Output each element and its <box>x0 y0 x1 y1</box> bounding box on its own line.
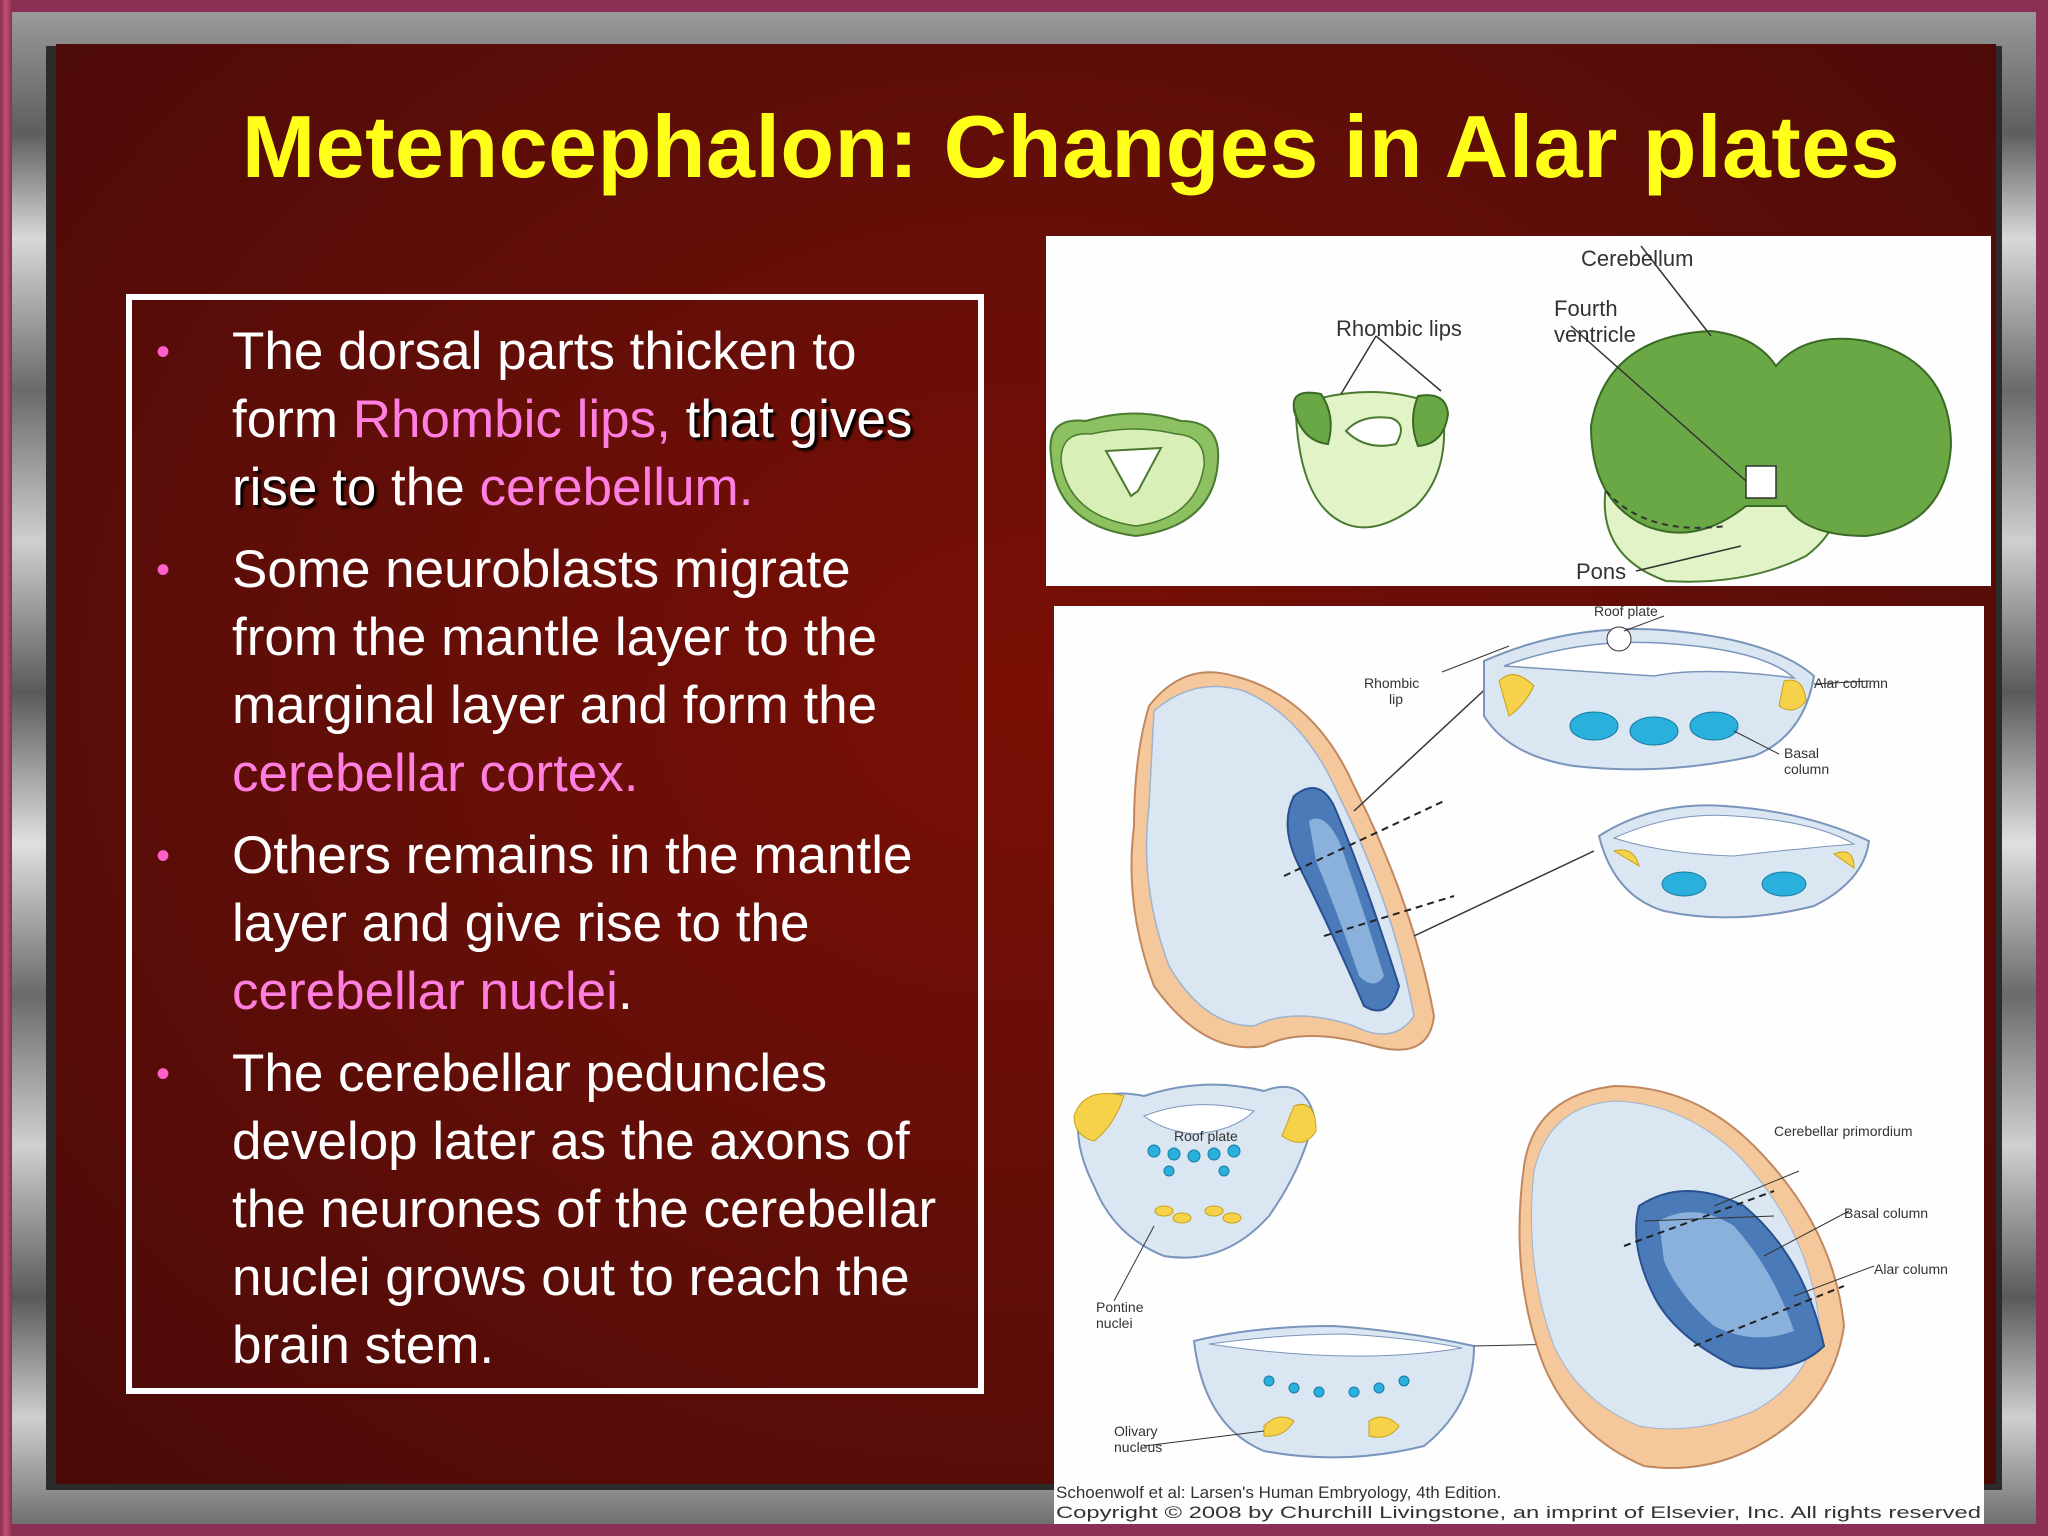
bullet-text: the <box>376 458 480 517</box>
label-alar-column-bottom: Alar column <box>1874 1261 1948 1277</box>
lower-embryo: Cerebellar primordium Basal column Alar … <box>1518 1084 1948 1469</box>
lower-section-2: Olivary nucleus <box>1114 1324 1695 1459</box>
label-basal-column-top-2: column <box>1784 761 1829 777</box>
bullet-dot: • <box>156 330 171 374</box>
slide-title: Metencephalon: Changes in Alar plates <box>241 97 1901 196</box>
label-roof-plate-bottom: Roof plate <box>1174 1128 1238 1144</box>
label-fourth-2: ventricle <box>1554 322 1636 347</box>
slide: Metencephalon: Changes in Alar plates • T… <box>56 44 1996 1524</box>
bullet-list: • The dorsal parts thicken to form Rhombi… <box>132 318 978 1394</box>
bullet-item: • The cerebellar peduncles develop later … <box>132 1040 978 1380</box>
credit-line-1: Schoenwolf et al: Larsen's Human Embryol… <box>1056 1483 1501 1502</box>
upper-section-1: Roof plate Rhombic lip Alar column Basal… <box>1364 606 1888 777</box>
label-pontine-1: Pontine <box>1096 1299 1144 1315</box>
label-basal-column-bottom: Basal column <box>1844 1205 1928 1221</box>
lower-section-1: Roof plate Pontine nuclei <box>1073 1083 1317 1331</box>
highlight-term: cerebellar cortex. <box>232 744 639 803</box>
label-alar-column-top: Alar column <box>1814 675 1888 691</box>
bullet-text: Others remains in the mantle layer and g… <box>232 826 913 953</box>
highlight-term: cerebellum. <box>479 458 754 517</box>
stage3-diagram: Cerebellum Fourth ventricle Pons <box>1554 245 1953 584</box>
label-rhombic-lip-2: lip <box>1389 691 1403 707</box>
bullet-item: • The dorsal parts thicken to form Rhombi… <box>132 318 978 522</box>
bullet-text: The dorsal parts thicken to form <box>232 322 857 449</box>
label-pontine-2: nuclei <box>1096 1315 1133 1331</box>
bullet-dot: • <box>156 1052 171 1096</box>
label-olivary-1: Olivary <box>1114 1423 1158 1439</box>
bullet-item: • Some neuroblasts migrate from the mantl… <box>132 536 978 808</box>
label-olivary-2: nucleus <box>1114 1439 1162 1455</box>
upper-section-2 <box>1597 804 1871 919</box>
credit-line-2: Copyright © 2008 by Churchill Livingston… <box>1056 1503 1981 1522</box>
bullet-dot: • <box>156 834 171 878</box>
label-cerebellum: Cerebellum <box>1581 246 1694 271</box>
stage1-diagram <box>1049 412 1220 538</box>
bullet-text: The cerebellar peduncles develop later a… <box>232 1044 937 1375</box>
text-box: • The dorsal parts thicken to form Rhombi… <box>126 294 984 1394</box>
upper-embryo <box>1130 671 1595 1051</box>
bullet-text: Some neuroblasts migrate from the mantle… <box>232 540 878 735</box>
label-pons: Pons <box>1576 559 1626 584</box>
figure-cerebellum-development: Rhombic lips Cerebellum Fourth ventricle… <box>1046 236 1991 586</box>
bullet-text: that gives rise to <box>232 390 913 517</box>
stage2-diagram: Rhombic lips <box>1292 316 1462 529</box>
figure-hindbrain-sections: Roof plate Rhombic lip Alar column Basal… <box>1054 606 1984 1524</box>
bullet-text: . <box>617 962 633 1021</box>
label-rhombic-lips: Rhombic lips <box>1336 316 1462 341</box>
label-fourth-1: Fourth <box>1554 296 1618 321</box>
bullet-dot: • <box>156 548 171 592</box>
label-basal-column-top-1: Basal <box>1784 745 1819 761</box>
highlight-term: Rhombic lips, <box>352 390 671 449</box>
highlight-term: cerebellar nuclei <box>232 962 618 1021</box>
label-roof-plate-top: Roof plate <box>1594 606 1658 619</box>
label-rhombic-lip-1: Rhombic <box>1364 675 1419 691</box>
label-cerebellar-primordium: Cerebellar primordium <box>1774 1123 1913 1139</box>
bullet-item: • Others remains in the mantle layer and … <box>132 822 978 1026</box>
